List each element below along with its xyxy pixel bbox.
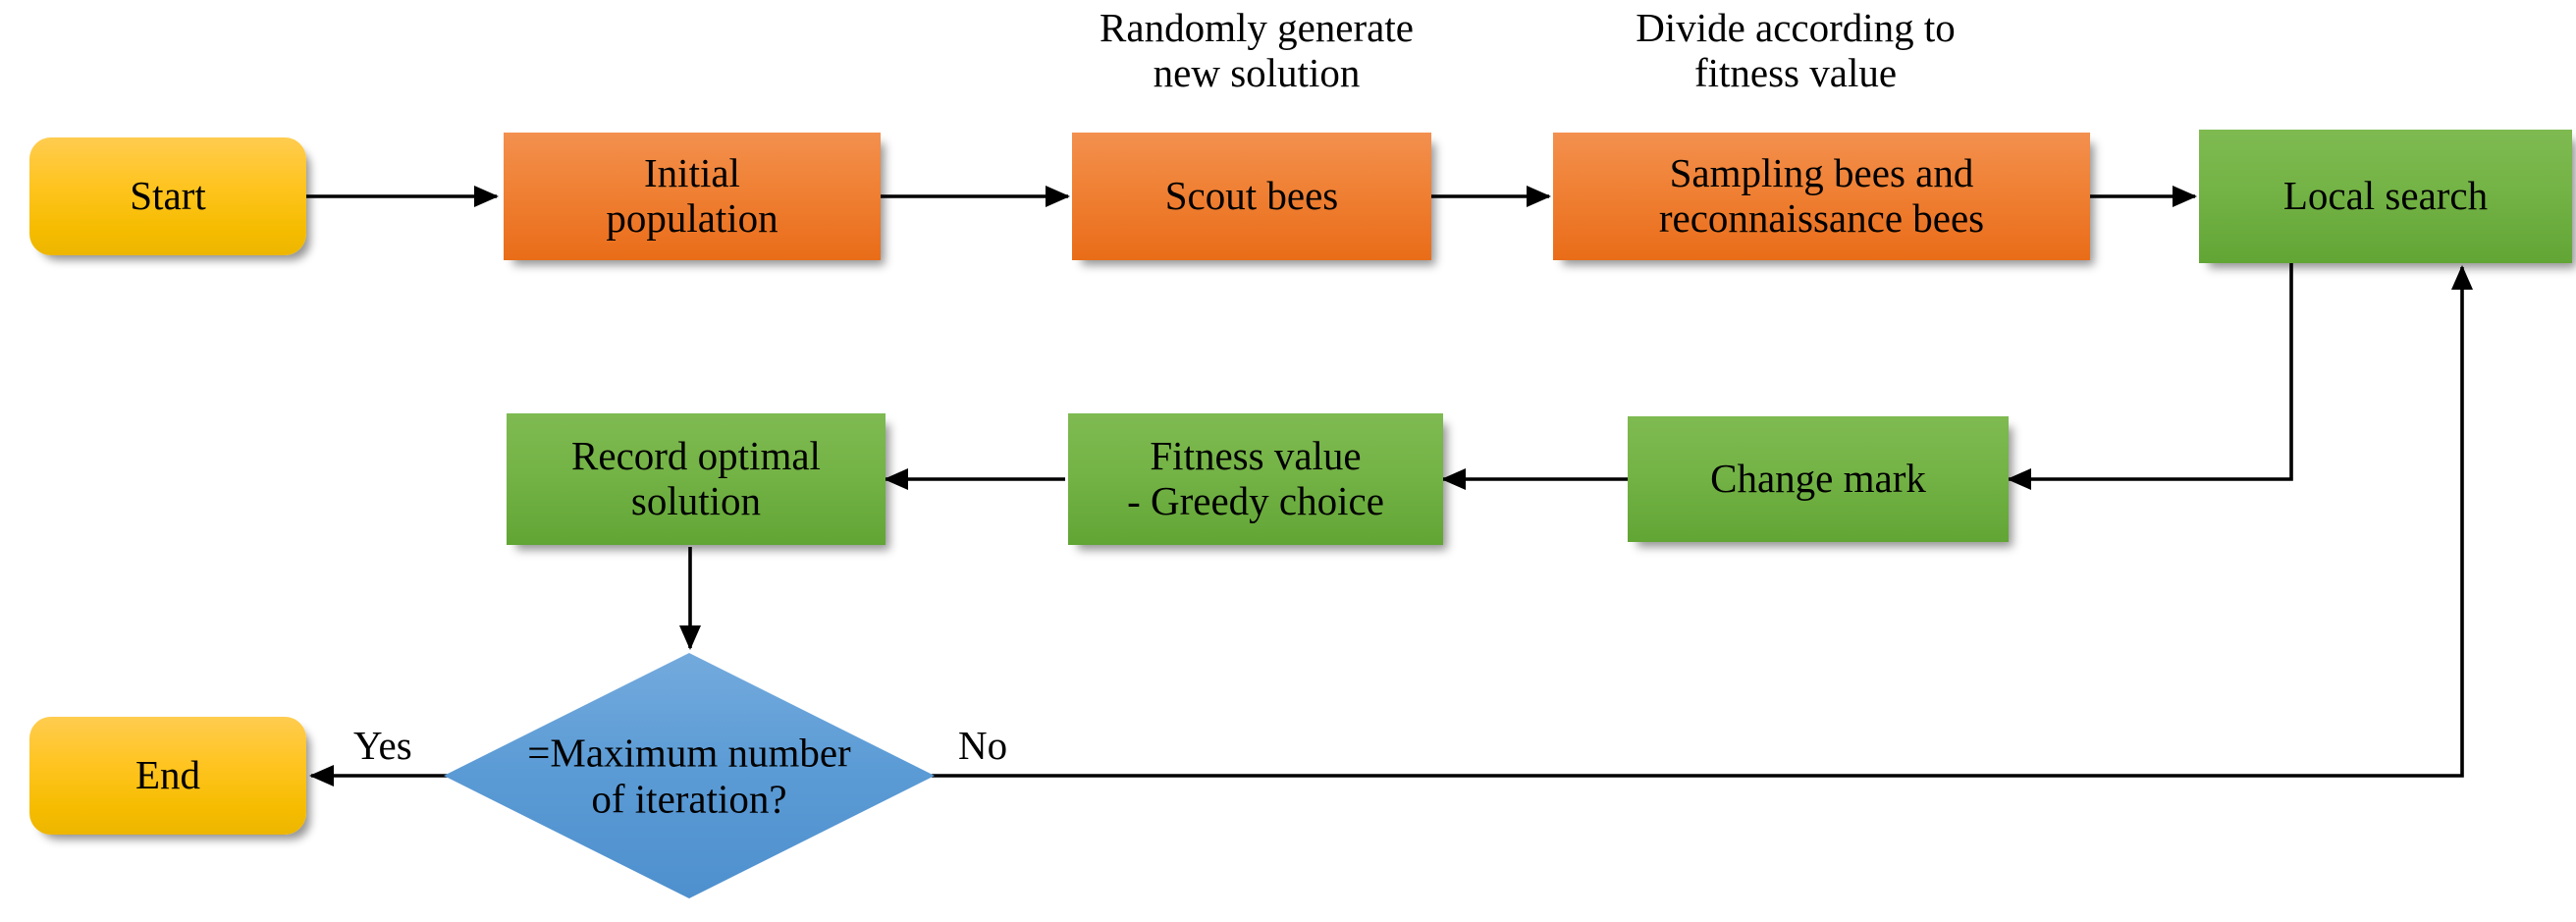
node-fitness-value-greedy-choice[interactable]: Fitness value - Greedy choice <box>1068 413 1443 545</box>
node-initial-population-label: Initial population <box>606 150 778 241</box>
node-fitness-value-greedy-choice-label: Fitness value - Greedy choice <box>1127 433 1384 523</box>
edge-local-search-to-change-mark <box>2006 263 2293 491</box>
node-scout-bees[interactable]: Scout bees <box>1072 133 1431 260</box>
node-record-optimal-solution[interactable]: Record optimal solution <box>507 413 886 545</box>
node-decision-maximum-iteration-label: =Maximum number of iteration? <box>527 730 851 821</box>
node-sampling-and-reconnaissance-bees-label: Sampling bees and reconnaissance bees <box>1658 150 1985 241</box>
node-start-label: Start <box>130 173 206 219</box>
node-record-optimal-solution-label: Record optimal solution <box>571 433 821 523</box>
node-change-mark[interactable]: Change mark <box>1628 416 2009 542</box>
caption-randomly-generate-new-solution: Randomly generate new solution <box>1100 5 1414 95</box>
node-initial-population[interactable]: Initial population <box>504 133 881 260</box>
node-start[interactable]: Start <box>29 137 306 255</box>
node-scout-bees-label: Scout bees <box>1164 173 1339 219</box>
edge-label-no: No <box>958 723 1008 768</box>
node-sampling-and-reconnaissance-bees[interactable]: Sampling bees and reconnaissance bees <box>1553 133 2090 260</box>
edge-label-yes: Yes <box>353 723 412 768</box>
node-end-label: End <box>134 752 201 798</box>
caption-divide-according-to-fitness-value: Divide according to fitness value <box>1636 5 1956 95</box>
node-local-search[interactable]: Local search <box>2199 130 2572 263</box>
node-local-search-label: Local search <box>2282 173 2489 219</box>
node-change-mark-label: Change mark <box>1710 456 1926 502</box>
node-end[interactable]: End <box>29 717 306 835</box>
node-decision-maximum-iteration[interactable]: =Maximum number of iteration? <box>444 653 935 898</box>
